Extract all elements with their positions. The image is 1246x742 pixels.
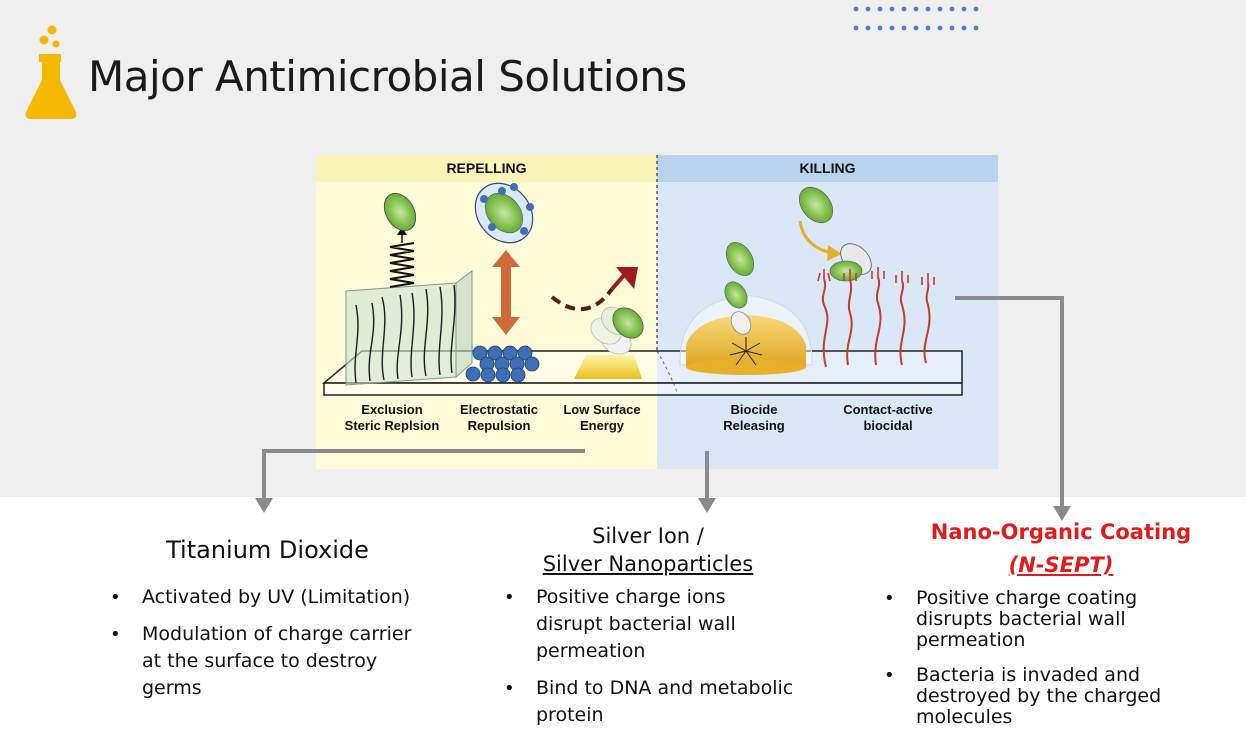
silver-title: Silver Ion / Silver Nanoparticles xyxy=(528,522,768,578)
flask-icon xyxy=(25,25,77,119)
steric-brush-illustration xyxy=(345,192,473,386)
list-item: Modulation of charge carrier at the surf… xyxy=(110,621,412,702)
silver-title-line1: Silver Ion / xyxy=(592,524,704,548)
silver-title-line2: Silver Nanoparticles xyxy=(542,552,754,576)
slide-title: Major Antimicrobial Solutions xyxy=(88,52,687,101)
repelling-header xyxy=(316,155,657,182)
repelling-label: REPELLING xyxy=(446,160,527,176)
list-item: Bind to DNA and metabolic protein xyxy=(504,675,796,729)
silver-bullets: Positive charge ions disrupt bacterial w… xyxy=(504,584,804,739)
list-item: Activated by UV (Limitation) xyxy=(110,584,420,611)
dot-grid-icon xyxy=(853,6,979,31)
biocide-illustration xyxy=(679,241,813,375)
titanium-title: Titanium Dioxide xyxy=(166,536,369,564)
list-item: Bacteria is invaded and destroyed by the… xyxy=(884,665,1236,728)
nano-bullets: Positive charge coating disrupts bacteri… xyxy=(884,588,1234,742)
list-item: Positive charge ions disrupt bacterial w… xyxy=(504,584,796,665)
killing-label: KILLING xyxy=(799,160,856,176)
killing-header xyxy=(657,155,998,182)
electrostatic-illustration xyxy=(465,182,540,383)
titanium-bullets: Activated by UV (Limitation) Modulation … xyxy=(110,584,420,712)
contact-active-illustration xyxy=(798,186,935,368)
nano-title: Nano-Organic Coating (N-SEPT) xyxy=(930,516,1192,582)
low-surface-illustration xyxy=(550,267,644,379)
list-item: Positive charge coating disrupts bacteri… xyxy=(884,588,1216,651)
nano-title-line2: (N-SEPT) xyxy=(1008,553,1114,577)
nano-title-line1: Nano-Organic Coating xyxy=(930,520,1192,544)
